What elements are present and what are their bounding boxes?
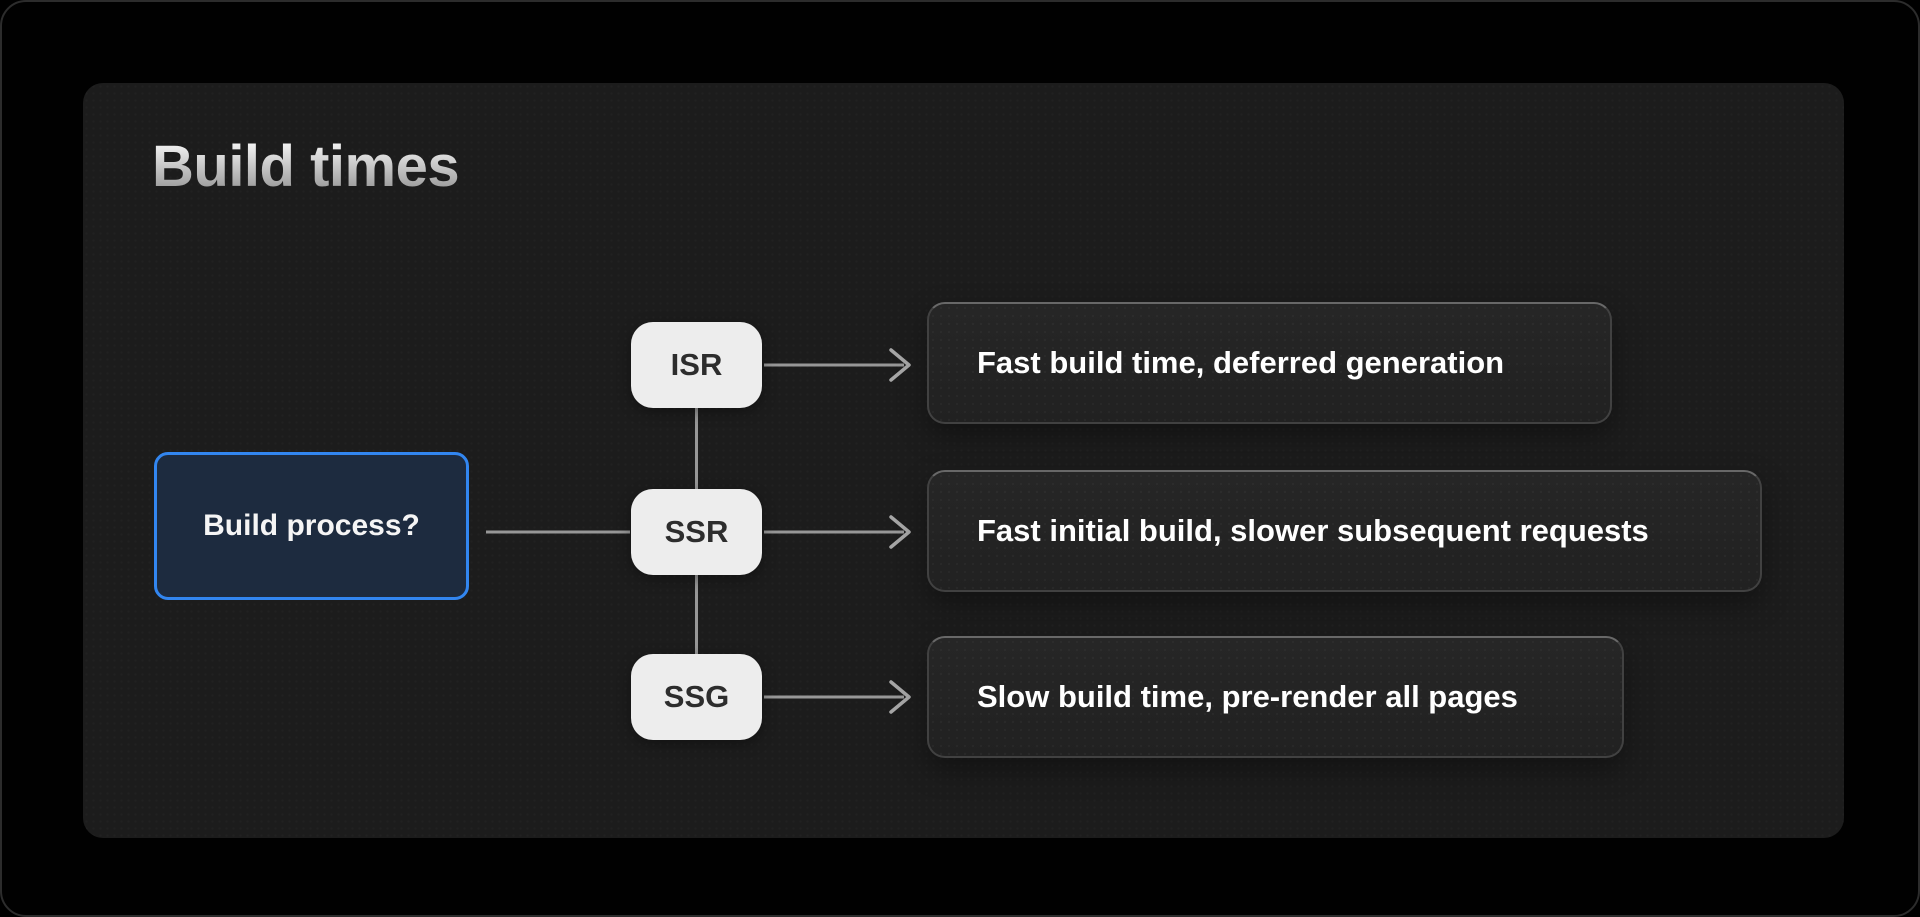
node-ssg: SSG <box>631 654 762 740</box>
arrow-ssg-outcome <box>764 680 911 714</box>
node-outcome-ssr: Fast initial build, slower subsequent re… <box>927 470 1762 592</box>
diagram-panel: Build times Build process? ISR SSR <box>83 83 1844 838</box>
diagram-title: Build times <box>152 131 460 204</box>
arrow-isr-outcome <box>764 348 911 382</box>
node-isr: ISR <box>631 322 762 408</box>
node-ssr: SSR <box>631 489 762 575</box>
arrowhead-icon <box>889 515 911 549</box>
node-outcome-ssg: Slow build time, pre-render all pages <box>927 636 1624 758</box>
arrow-ssr-outcome <box>764 515 911 549</box>
arrowhead-icon <box>889 680 911 714</box>
node-outcome-isr: Fast build time, deferred generation <box>927 302 1612 424</box>
arrowhead-icon <box>889 348 911 382</box>
node-build-process: Build process? <box>154 452 469 600</box>
